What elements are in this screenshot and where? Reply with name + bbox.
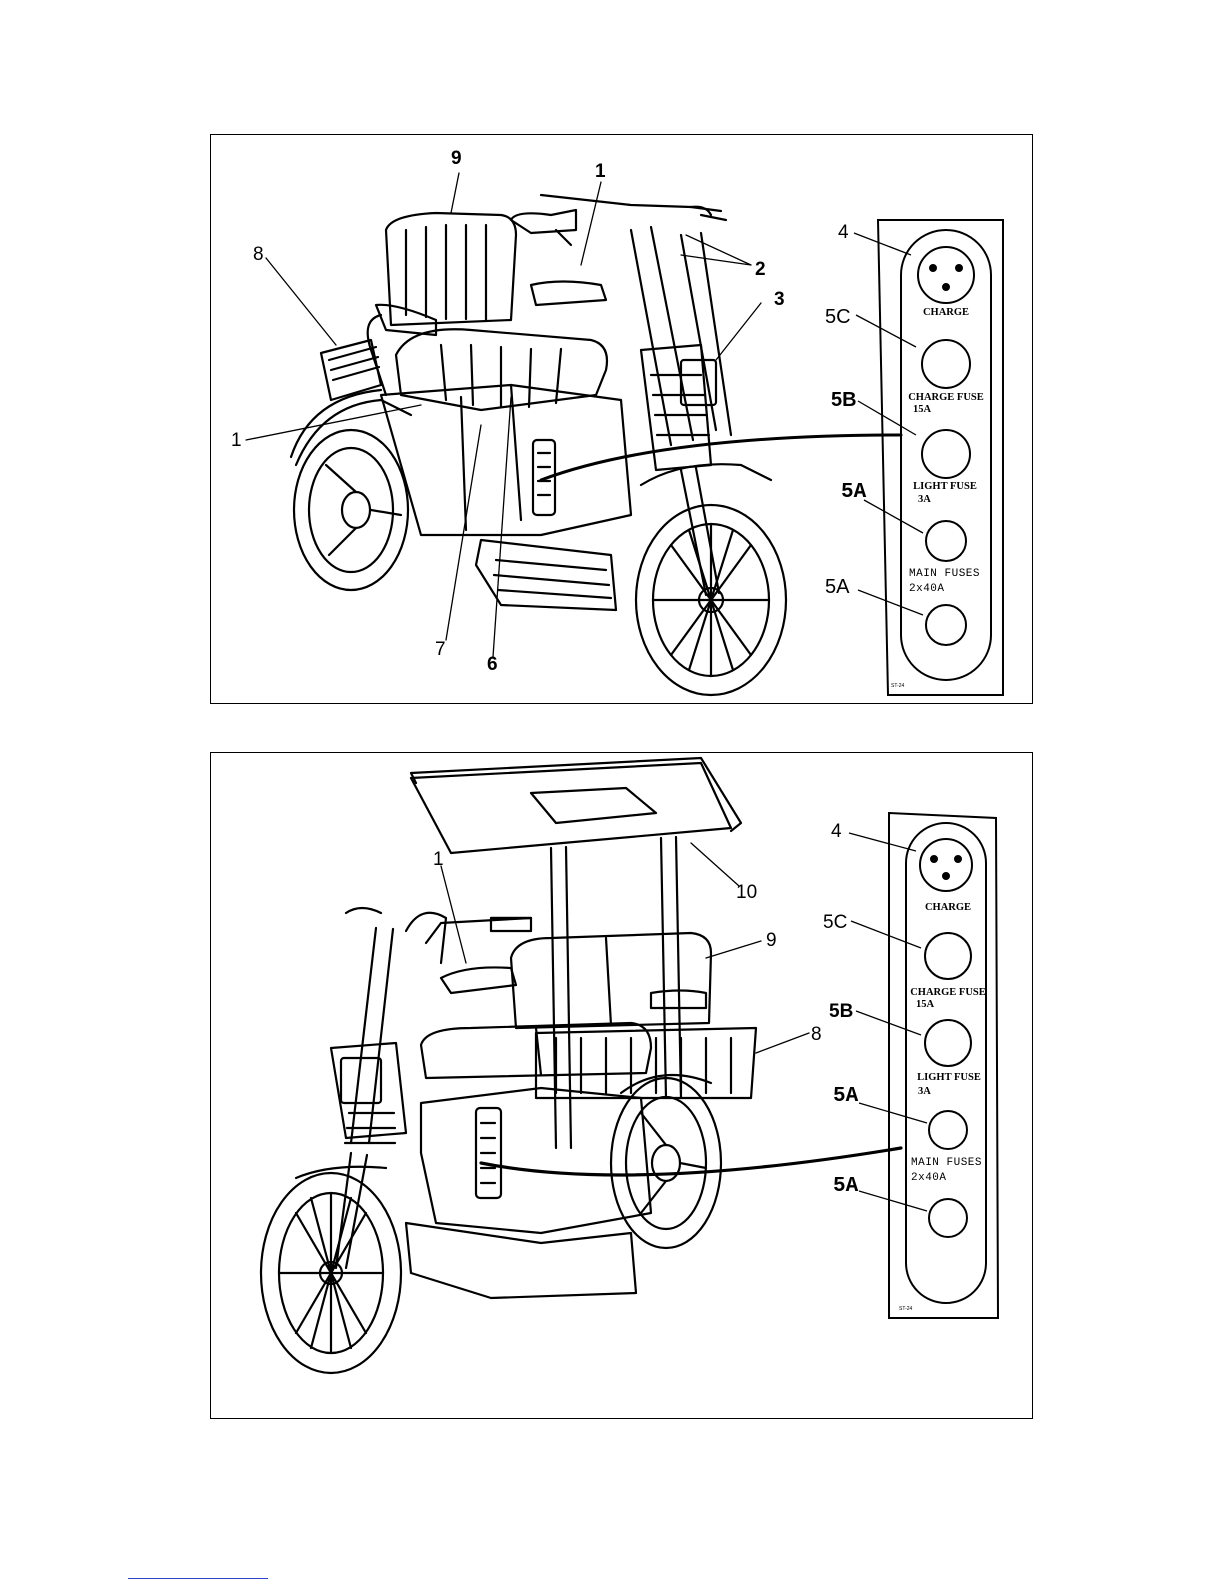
callout-5a-light: 5A xyxy=(841,482,866,503)
tiller xyxy=(511,195,731,470)
callout-5a-main: 5A xyxy=(833,1176,858,1197)
charge-label: CHARGE xyxy=(921,308,971,319)
seat xyxy=(368,213,607,410)
light-fuse-label: LIGHT FUSE xyxy=(914,1073,984,1084)
callout-headlight: 3 xyxy=(774,290,785,309)
callout-basket: 8 xyxy=(811,1025,822,1044)
light-fuse-rating: 3A xyxy=(918,1087,931,1098)
charger-socket-icon xyxy=(918,247,974,303)
leader-lines xyxy=(441,843,809,1053)
charge-fuse-icon xyxy=(925,1020,971,1066)
callout-5a-light: 5A xyxy=(833,1086,858,1107)
light-fuse-icon xyxy=(926,521,966,561)
scooter-illustration-bottom xyxy=(211,753,1034,1420)
rear-wheel xyxy=(294,430,408,590)
top-figure: 9 1 2 3 8 1 7 6 4 5C 5B 5A 5A CHARGE CHA… xyxy=(210,134,1033,704)
main-fuses-label: MAIN FUSES xyxy=(911,1158,982,1169)
control-panel xyxy=(849,813,998,1318)
light-fuse-icon xyxy=(929,1111,967,1149)
panel-ref: ST-24 xyxy=(891,683,904,689)
rear-wheel xyxy=(611,1075,721,1248)
charge-fuse-label: CHARGE FUSE xyxy=(906,393,986,404)
callout-armrest-left: 1 xyxy=(231,431,242,450)
callout-charger-socket: 4 xyxy=(838,223,849,242)
main-fuses-label: MAIN FUSES xyxy=(909,569,980,580)
callout-5c: 5C xyxy=(823,913,847,932)
charge-fuse-label: CHARGE FUSE xyxy=(908,988,988,999)
scooter-illustration-top xyxy=(211,135,1034,705)
front-wheel xyxy=(636,464,786,695)
callout-5a-main: 5A xyxy=(825,577,849,597)
charge-fuse-icon xyxy=(922,430,970,478)
charge-indicator-icon xyxy=(925,933,971,979)
callout-armrest: 1 xyxy=(595,162,606,181)
callout-seat: 9 xyxy=(451,149,462,168)
footer-rule xyxy=(128,1578,268,1579)
callout-armrest: 1 xyxy=(433,850,444,869)
callout-7: 7 xyxy=(435,640,446,659)
seat xyxy=(421,918,711,1078)
charge-fuse-rating: 15A xyxy=(913,405,931,416)
callout-6: 6 xyxy=(487,655,498,674)
callout-5c: 5C xyxy=(825,307,851,327)
callout-5b: 5B xyxy=(829,1002,853,1021)
charge-indicator-icon xyxy=(922,340,970,388)
callout-charger-socket: 4 xyxy=(831,822,842,841)
light-fuse-rating: 3A xyxy=(918,495,931,506)
canopy xyxy=(411,758,741,1148)
callout-seat: 9 xyxy=(766,931,777,950)
callout-5b: 5B xyxy=(831,390,857,410)
front-wheel xyxy=(261,1153,401,1373)
charger-socket-icon xyxy=(920,839,972,891)
main-fuse-icon xyxy=(926,605,966,645)
main-fuses-rating: 2x40A xyxy=(911,1173,947,1184)
bottom-figure: 1 10 9 8 4 5C 5B 5A 5A CHARGE CHARGE FUS… xyxy=(210,752,1033,1419)
callout-handles: 2 xyxy=(755,260,766,279)
panel-ref: ST-24 xyxy=(899,1306,912,1312)
light-fuse-label: LIGHT FUSE xyxy=(909,482,981,493)
tiller xyxy=(331,908,531,1143)
main-fuses-rating: 2x40A xyxy=(909,584,945,595)
control-panel xyxy=(854,220,1003,695)
charge-label: CHARGE xyxy=(923,903,973,914)
charge-fuse-rating: 15A xyxy=(916,1000,934,1011)
callout-basket: 8 xyxy=(253,245,264,264)
main-fuse-icon xyxy=(929,1199,967,1237)
callout-canopy: 10 xyxy=(736,883,757,902)
